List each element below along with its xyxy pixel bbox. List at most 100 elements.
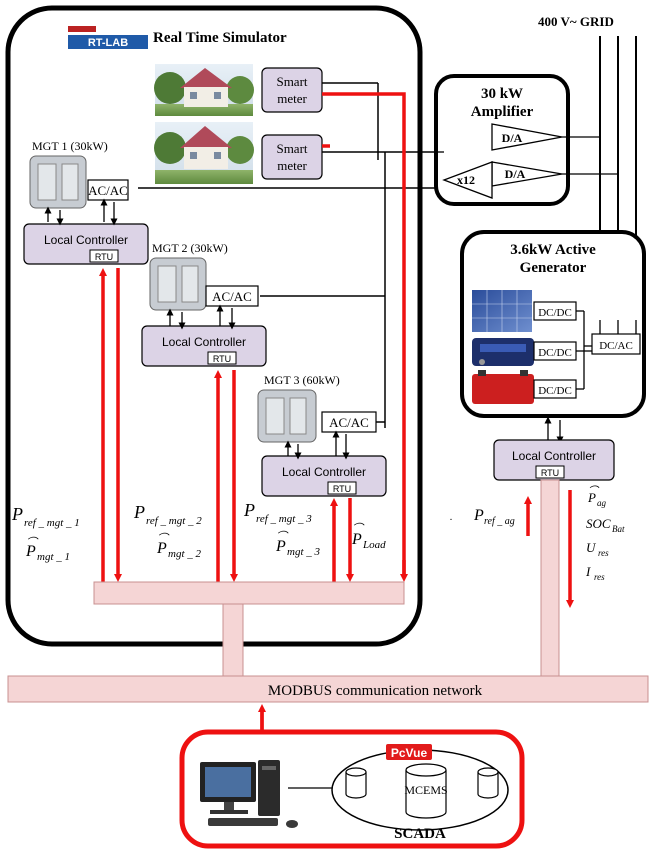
svg-text:RTU: RTU [333, 484, 351, 494]
simulator-boundary [5, 5, 423, 647]
svg-text:PcVue: PcVue [391, 746, 428, 760]
svg-text:U: U [586, 540, 597, 555]
svg-text:Local Controller: Local Controller [44, 233, 128, 247]
svg-text:⌒: ⌒ [588, 485, 600, 497]
svg-text:DC/DC: DC/DC [538, 307, 572, 319]
mgt2-image [149, 257, 207, 311]
dcac-grid-links [599, 320, 637, 334]
svg-text:⌒: ⌒ [157, 532, 170, 545]
rtlab-logo: RT-LAB [68, 22, 148, 49]
pcvue-logo: PcVue [386, 744, 432, 760]
svg-text:Local Controller: Local Controller [512, 449, 596, 463]
smart-meter-1: Smart meter [261, 67, 323, 113]
dc-bus-lines [576, 310, 592, 390]
fuel-cell-image [472, 338, 534, 366]
svg-text:Smart: Smart [276, 74, 307, 89]
load-signal: ⌒ P Load [351, 522, 386, 551]
svg-text:P: P [473, 507, 484, 524]
svg-text:ref _ ag: ref _ ag [484, 516, 515, 527]
computer-image [200, 760, 298, 828]
mgt3-signals: P ref _ mgt _ 3 ⌒ P mgt _ 3 [243, 500, 321, 558]
mgt2-links [166, 304, 236, 330]
svg-text:MODBUS communication network: MODBUS communication network [268, 683, 483, 699]
mgt1-rtu [89, 249, 119, 263]
mgt1-links [44, 198, 118, 226]
smart-meter-2: Smart meter [261, 134, 323, 180]
svg-text:I: I [585, 564, 591, 579]
mgt3-image [257, 389, 317, 443]
svg-text:Local Controller: Local Controller [162, 335, 246, 349]
amplifier-title: 30 kW [481, 86, 523, 102]
svg-text:P: P [587, 490, 596, 505]
power-lines-simulator [138, 82, 444, 428]
ag-red-arrows [524, 490, 574, 608]
svg-text:res: res [594, 572, 605, 582]
mgt3-label: MGT 3 (60kW) [264, 373, 340, 387]
svg-text:mgt _ 1: mgt _ 1 [37, 551, 70, 563]
svg-text:RTU: RTU [95, 252, 113, 262]
simulator-title: Real Time Simulator [153, 30, 287, 46]
battery-image [472, 370, 534, 404]
pv-panel-image [472, 290, 532, 332]
svg-text:AC/AC: AC/AC [212, 289, 252, 304]
svg-text:SOC: SOC [586, 516, 611, 531]
ag-links [544, 416, 564, 444]
ag-rtu [535, 465, 565, 479]
mgt2-label: MGT 2 (30kW) [152, 241, 228, 255]
mgt1-acac [87, 179, 129, 201]
mgt3-links [284, 430, 350, 460]
svg-text:D/A: D/A [505, 167, 526, 181]
svg-text:Amplifier: Amplifier [471, 104, 534, 120]
svg-text:D/A: D/A [502, 131, 523, 145]
svg-text:⌒: ⌒ [26, 536, 39, 549]
svg-text:AC/AC: AC/AC [88, 183, 128, 198]
svg-text:ref _ mgt _ 1: ref _ mgt _ 1 [24, 517, 80, 529]
simulator-bus-link [222, 603, 244, 677]
svg-text:x12: x12 [457, 173, 475, 187]
svg-text:res: res [598, 548, 609, 558]
svg-text:meter: meter [277, 158, 307, 173]
simulator-bus [93, 581, 405, 605]
svg-text:RTU: RTU [213, 354, 231, 364]
svg-text:⌒: ⌒ [276, 530, 289, 543]
ag-bus-link [540, 479, 560, 677]
mgt1-signals: P ref _ mgt _ 1 ⌒ P mgt _ 1 [11, 504, 80, 563]
svg-text:DC/DC: DC/DC [538, 385, 572, 397]
mgt2-rtu [207, 351, 237, 365]
svg-text:ag: ag [597, 498, 607, 508]
svg-text:P: P [11, 504, 23, 524]
svg-text:Smart: Smart [276, 141, 307, 156]
meter-red-lines [322, 92, 406, 576]
svg-text:⌒: ⌒ [352, 522, 365, 535]
house-image-1 [154, 64, 254, 116]
mgt2-acac [205, 285, 259, 307]
svg-text:Generator: Generator [520, 260, 587, 276]
grid-label: 400 V~ GRID [538, 14, 614, 29]
scada-title: SCADA [394, 826, 446, 842]
svg-text:.: . [450, 512, 453, 523]
house-image-2 [154, 122, 254, 184]
svg-text:mgt _ 3: mgt _ 3 [287, 546, 321, 558]
svg-text:Load: Load [362, 539, 386, 551]
svg-text:DC/AC: DC/AC [599, 340, 633, 352]
svg-text:P: P [351, 531, 362, 548]
database-icons [345, 763, 499, 819]
svg-text:RT-LAB: RT-LAB [88, 37, 128, 49]
svg-text:P: P [243, 500, 255, 520]
ag-signals: . P ref _ ag ⌒ P ag SOC Bat U res I res [450, 485, 625, 582]
dcdc-converters [533, 301, 577, 399]
mgt3-rtu [327, 481, 357, 495]
svg-text:ref _ mgt _ 2: ref _ mgt _ 2 [146, 515, 202, 527]
svg-text:AC/AC: AC/AC [329, 415, 369, 430]
modbus-network [7, 675, 649, 703]
mgt1-image [29, 155, 87, 209]
mcems-label: MCEMS [404, 783, 447, 797]
mgt2-signals: P ref _ mgt _ 2 ⌒ P mgt _ 2 [133, 502, 202, 560]
svg-text:RTU: RTU [541, 468, 559, 478]
amplifier-internals [436, 123, 618, 199]
svg-text:DC/DC: DC/DC [538, 347, 572, 359]
dcac-converter [591, 333, 641, 355]
svg-text:P: P [133, 502, 145, 522]
mgt1-label: MGT 1 (30kW) [32, 139, 108, 153]
